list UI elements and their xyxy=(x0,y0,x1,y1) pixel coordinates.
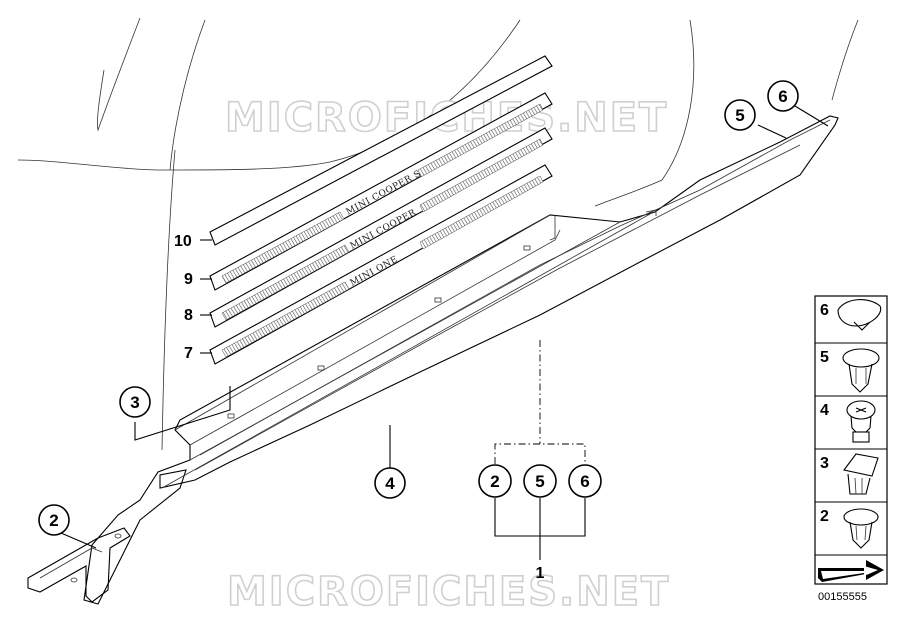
label-10: 10 xyxy=(174,233,192,250)
clip-panel: 6 5 4 3 2 xyxy=(814,295,888,585)
svg-text:6: 6 xyxy=(580,472,589,491)
leader-lines xyxy=(53,105,829,560)
callout-2-bracket: 2 xyxy=(38,504,70,536)
clip-label-3: 3 xyxy=(820,455,829,472)
clip-label-2: 2 xyxy=(820,508,829,525)
arrow-icon xyxy=(818,560,884,582)
strip-8: MINI COOPER xyxy=(209,127,553,328)
svg-text:6: 6 xyxy=(778,87,787,106)
reference-number: 00155555 xyxy=(818,591,867,603)
clip-6-icon xyxy=(837,299,882,331)
svg-text:4: 4 xyxy=(385,474,395,493)
svg-text:2: 2 xyxy=(490,472,499,491)
label-8: 8 xyxy=(184,307,193,324)
assembly-label: 1 xyxy=(536,565,545,582)
callout-3: 3 xyxy=(119,386,151,418)
svg-text:5: 5 xyxy=(535,472,544,491)
side-skirt xyxy=(27,115,839,605)
callout-6-group: 6 xyxy=(568,464,602,498)
callout-6-top: 6 xyxy=(767,80,799,112)
clip-label-5: 5 xyxy=(820,349,829,366)
callout-5-top: 5 xyxy=(724,99,756,131)
callout-4: 4 xyxy=(374,467,406,499)
body-outline xyxy=(17,17,859,451)
label-9: 9 xyxy=(184,271,193,288)
svg-text:5: 5 xyxy=(735,106,744,125)
strip-labels: 10 9 8 7 xyxy=(174,233,212,362)
callout-5-group: 5 xyxy=(523,464,557,498)
strip-7: MINI ONE xyxy=(209,164,553,365)
clip-4-icon xyxy=(846,400,876,443)
strip-10 xyxy=(209,55,553,246)
clip-5-icon xyxy=(842,348,880,393)
svg-text:2: 2 xyxy=(49,511,58,530)
watermark-bottom: MICROFICHES.NET xyxy=(227,569,670,615)
svg-text:3: 3 xyxy=(130,393,139,412)
clip-2-icon xyxy=(843,508,879,549)
clip-3-icon xyxy=(843,453,879,495)
watermark-top: MICROFICHES.NET xyxy=(225,95,668,141)
callout-2-group: 2 xyxy=(478,464,512,498)
label-7: 7 xyxy=(184,345,193,362)
clip-label-6: 6 xyxy=(820,302,829,319)
clip-label-4: 4 xyxy=(820,402,829,419)
